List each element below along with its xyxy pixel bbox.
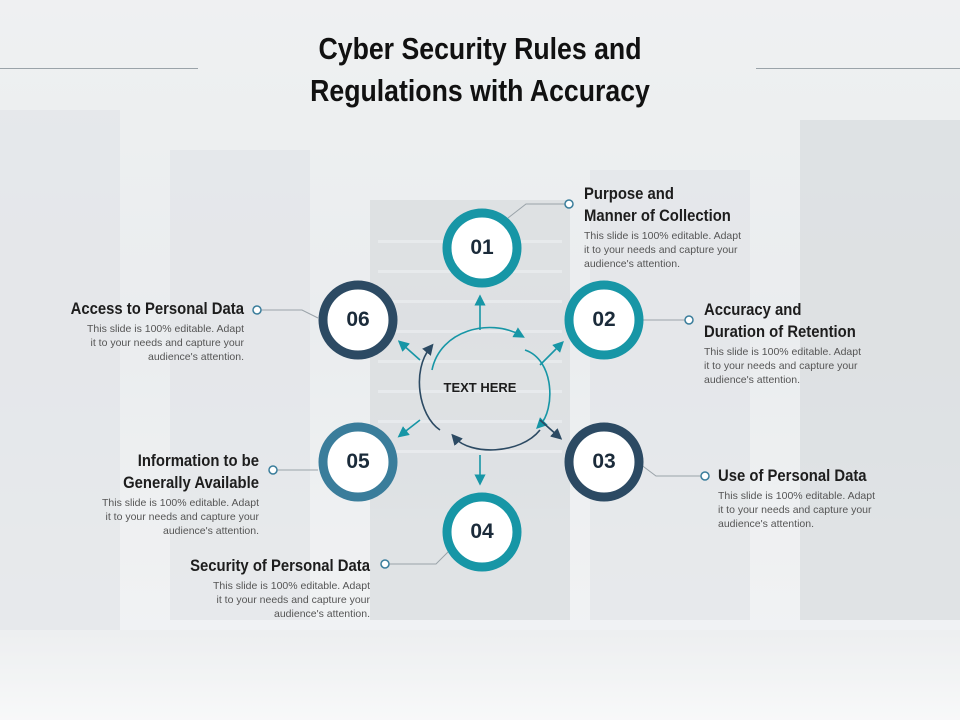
desc-line: This slide is 100% editable. Adapt <box>704 346 862 358</box>
step-desc-04: This slide is 100% editable. Adapt it to… <box>150 579 370 621</box>
step-title-06: Access to Personal Data <box>46 298 244 320</box>
step-block-04: Security of Personal Data This slide is … <box>150 555 370 621</box>
step-title-01-line2: Manner of Collection <box>584 207 731 225</box>
step-block-05: Information to be Generally Available Th… <box>40 450 259 538</box>
desc-line: audience's attention. <box>718 518 814 530</box>
step-title-04: Security of Personal Data <box>172 555 370 577</box>
connector-04 <box>386 549 451 565</box>
step-block-06: Access to Personal Data This slide is 10… <box>24 298 244 364</box>
swirl-arrow-1 <box>431 326 525 371</box>
step-title-02-line1: Accuracy and <box>704 301 802 319</box>
step-number-05: 05 <box>346 450 370 473</box>
arrow-to-02 <box>539 341 564 366</box>
desc-line: This slide is 100% editable. Adapt <box>584 230 742 242</box>
connector-dot-04 <box>380 559 390 569</box>
connector-lines <box>258 203 704 565</box>
desc-line: This slide is 100% editable. Adapt <box>101 497 259 509</box>
connector-01 <box>507 203 568 219</box>
step-title-05-line1: Information to be <box>137 452 259 470</box>
step-block-02: Accuracy and Duration of Retention This … <box>704 299 904 387</box>
step-rings <box>318 208 644 572</box>
slide-title: Cyber Security Rules and Regulations wit… <box>239 28 721 112</box>
step-title-01: Purpose and Manner of Collection <box>584 183 764 227</box>
desc-line: it to your needs and capture your <box>216 594 370 606</box>
step-title-03: Use of Personal Data <box>718 465 898 487</box>
desc-line: audience's attention. <box>148 351 244 363</box>
step-title-04-line1: Security of Personal Data <box>190 557 370 575</box>
arrow-to-06 <box>397 340 421 361</box>
desc-line: This slide is 100% editable. Adapt <box>86 323 244 335</box>
ring-05 <box>318 422 398 502</box>
connector-dot-01 <box>564 199 574 209</box>
desc-line: audience's attention. <box>704 374 800 386</box>
desc-line: audience's attention. <box>163 525 259 537</box>
step-title-02-line2: Duration of Retention <box>704 323 856 341</box>
step-number-04: 04 <box>470 520 494 543</box>
step-block-03: Use of Personal Data This slide is 100% … <box>718 465 918 531</box>
connector-03 <box>639 463 704 477</box>
ring-03 <box>564 422 644 502</box>
swirl-arrow-3 <box>451 429 541 451</box>
swirl-arrow-4 <box>418 343 441 431</box>
desc-line: it to your needs and capture your <box>90 337 244 349</box>
arrow-to-05 <box>397 419 421 438</box>
step-number-03: 03 <box>592 450 616 473</box>
desc-line: audience's attention. <box>274 608 370 620</box>
connector-dot-03 <box>700 471 710 481</box>
title-rule-left <box>0 68 198 69</box>
desc-line: it to your needs and capture your <box>584 244 738 256</box>
desc-line: This slide is 100% editable. Adapt <box>718 490 876 502</box>
ring-04 <box>442 492 522 572</box>
step-desc-03: This slide is 100% editable. Adapt it to… <box>718 489 918 531</box>
step-title-02: Accuracy and Duration of Retention <box>704 299 884 343</box>
step-desc-02: This slide is 100% editable. Adapt it to… <box>704 345 904 387</box>
title-rule-right <box>756 68 960 69</box>
title-line-1: Cyber Security Rules and <box>318 31 642 66</box>
server-rack <box>0 110 120 630</box>
desc-line: audience's attention. <box>584 258 680 270</box>
step-desc-05: This slide is 100% editable. Adapt it to… <box>40 496 259 538</box>
desc-line: it to your needs and capture your <box>704 360 858 372</box>
title-line-2: Regulations with Accuracy <box>310 73 650 108</box>
ring-01 <box>442 208 522 288</box>
step-title-03-line1: Use of Personal Data <box>718 467 867 485</box>
arrow-to-03 <box>539 419 563 440</box>
center-swirl <box>397 294 564 486</box>
step-block-01: Purpose and Manner of Collection This sl… <box>584 183 784 271</box>
swirl-arrow-2 <box>524 349 551 429</box>
server-rack <box>170 150 310 620</box>
floor <box>0 630 960 720</box>
connector-dots <box>252 199 710 569</box>
connector-dot-05 <box>268 465 278 475</box>
ring-02 <box>564 280 644 360</box>
server-rack <box>590 170 750 620</box>
center-label: TEXT HERE <box>443 380 517 395</box>
server-rack <box>800 120 960 620</box>
step-desc-01: This slide is 100% editable. Adapt it to… <box>584 229 784 271</box>
desc-line: it to your needs and capture your <box>105 511 259 523</box>
ring-06 <box>318 280 398 360</box>
desc-line: This slide is 100% editable. Adapt <box>212 580 370 592</box>
connector-dot-02 <box>684 315 694 325</box>
connector-06 <box>258 309 319 319</box>
connector-dot-06 <box>252 305 262 315</box>
step-title-01-line1: Purpose and <box>584 185 674 203</box>
step-title-05: Information to be Generally Available <box>62 450 259 494</box>
step-number-01: 01 <box>470 236 494 259</box>
step-number-06: 06 <box>346 308 370 331</box>
step-desc-06: This slide is 100% editable. Adapt it to… <box>24 322 244 364</box>
step-number-02: 02 <box>592 308 616 331</box>
step-title-05-line2: Generally Available <box>123 474 259 492</box>
desc-line: it to your needs and capture your <box>718 504 872 516</box>
step-title-06-line1: Access to Personal Data <box>70 300 245 318</box>
